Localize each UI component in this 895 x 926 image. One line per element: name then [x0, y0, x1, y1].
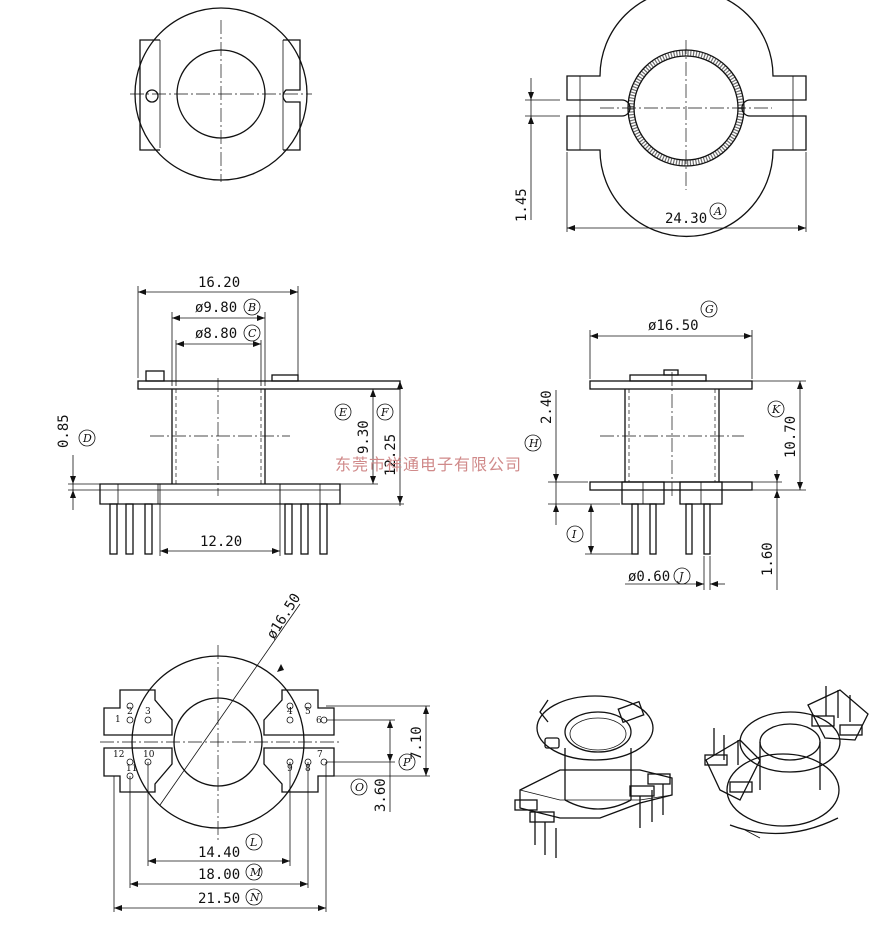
marker-k-circle [767, 400, 785, 418]
pin-4: 4 [287, 707, 293, 717]
marker-e-circle [334, 403, 352, 421]
pin-1: 1 [115, 715, 121, 725]
pin-10: 10 [143, 750, 155, 760]
side-view-left [68, 286, 404, 556]
marker-e: E [338, 406, 347, 419]
dim-12-25: 12.25 [383, 434, 399, 476]
pin-5: 5 [305, 707, 311, 717]
marker-n-circle [245, 888, 263, 906]
marker-f: F [380, 406, 389, 419]
dim-7-10: 7.10 [409, 726, 425, 760]
isometric-view-1 [514, 695, 673, 858]
marker-n: N [249, 891, 260, 904]
marker-g: G [705, 303, 714, 316]
marker-k: K [771, 403, 781, 416]
pin-6: 6 [316, 716, 322, 726]
marker-o-circle [350, 778, 368, 796]
marker-b: B [247, 301, 256, 314]
pin-3: 3 [145, 707, 151, 717]
dim-0-85: 0.85 [56, 414, 72, 448]
dim-9-80: ø9.80 [195, 300, 237, 316]
dim-14-40: 14.40 [198, 845, 240, 861]
pin-11: 11 [126, 764, 137, 774]
dim-18-00: 18.00 [198, 867, 240, 883]
marker-j: J [677, 570, 684, 583]
dim-21-50: 21.50 [198, 891, 240, 907]
marker-b-circle [243, 298, 261, 316]
side-view-right [548, 330, 806, 590]
marker-c-circle [243, 324, 261, 342]
dim-9-30: 9.30 [356, 420, 372, 454]
pin-7: 7 [317, 750, 323, 760]
marker-d: D [82, 432, 92, 445]
pin-8: 8 [305, 764, 311, 774]
dim-16-50-diag: ø16.50 [264, 591, 304, 642]
pin-12: 12 [113, 750, 124, 760]
marker-m-circle [245, 863, 263, 881]
end-view-left [130, 7, 312, 182]
pin-2: 2 [127, 707, 133, 717]
marker-m: M [249, 866, 262, 879]
marker-l: L [249, 836, 257, 849]
dim-10-70: 10.70 [783, 416, 799, 458]
marker-i-circle [566, 525, 584, 543]
marker-h: H [528, 437, 539, 450]
dim-16-50-top: ø16.50 [648, 318, 699, 334]
marker-f-circle [376, 403, 394, 421]
marker-h-circle [524, 434, 542, 452]
isometric-view-2 [704, 686, 869, 839]
watermark: 东莞市祥通电子有限公司 [335, 455, 522, 474]
dim-1-45: 1.45 [514, 188, 530, 222]
dim-8-80: ø8.80 [195, 326, 237, 342]
marker-j-circle [673, 567, 691, 585]
dim-0-60: ø0.60 [628, 569, 670, 585]
dim-1-60: 1.60 [760, 542, 776, 576]
dim-16-20: 16.20 [198, 275, 240, 291]
end-view-right [525, 0, 807, 238]
marker-d-circle [78, 429, 96, 447]
pin-9: 9 [287, 764, 293, 774]
marker-g-circle [700, 300, 718, 318]
marker-p: P [402, 756, 411, 769]
dim-12-20: 12.20 [200, 534, 242, 550]
marker-o: O [355, 781, 364, 794]
marker-i: I [571, 528, 577, 541]
marker-p-circle [398, 753, 416, 771]
marker-a: A [713, 205, 722, 218]
marker-a-circle [709, 202, 727, 220]
pin-layout-view [100, 603, 430, 912]
dim-24-30: 24.30 [665, 211, 707, 227]
marker-l-circle [245, 833, 263, 851]
dim-2-40: 2.40 [539, 390, 555, 424]
dim-3-60: 3.60 [373, 778, 389, 812]
marker-c: C [248, 327, 257, 340]
